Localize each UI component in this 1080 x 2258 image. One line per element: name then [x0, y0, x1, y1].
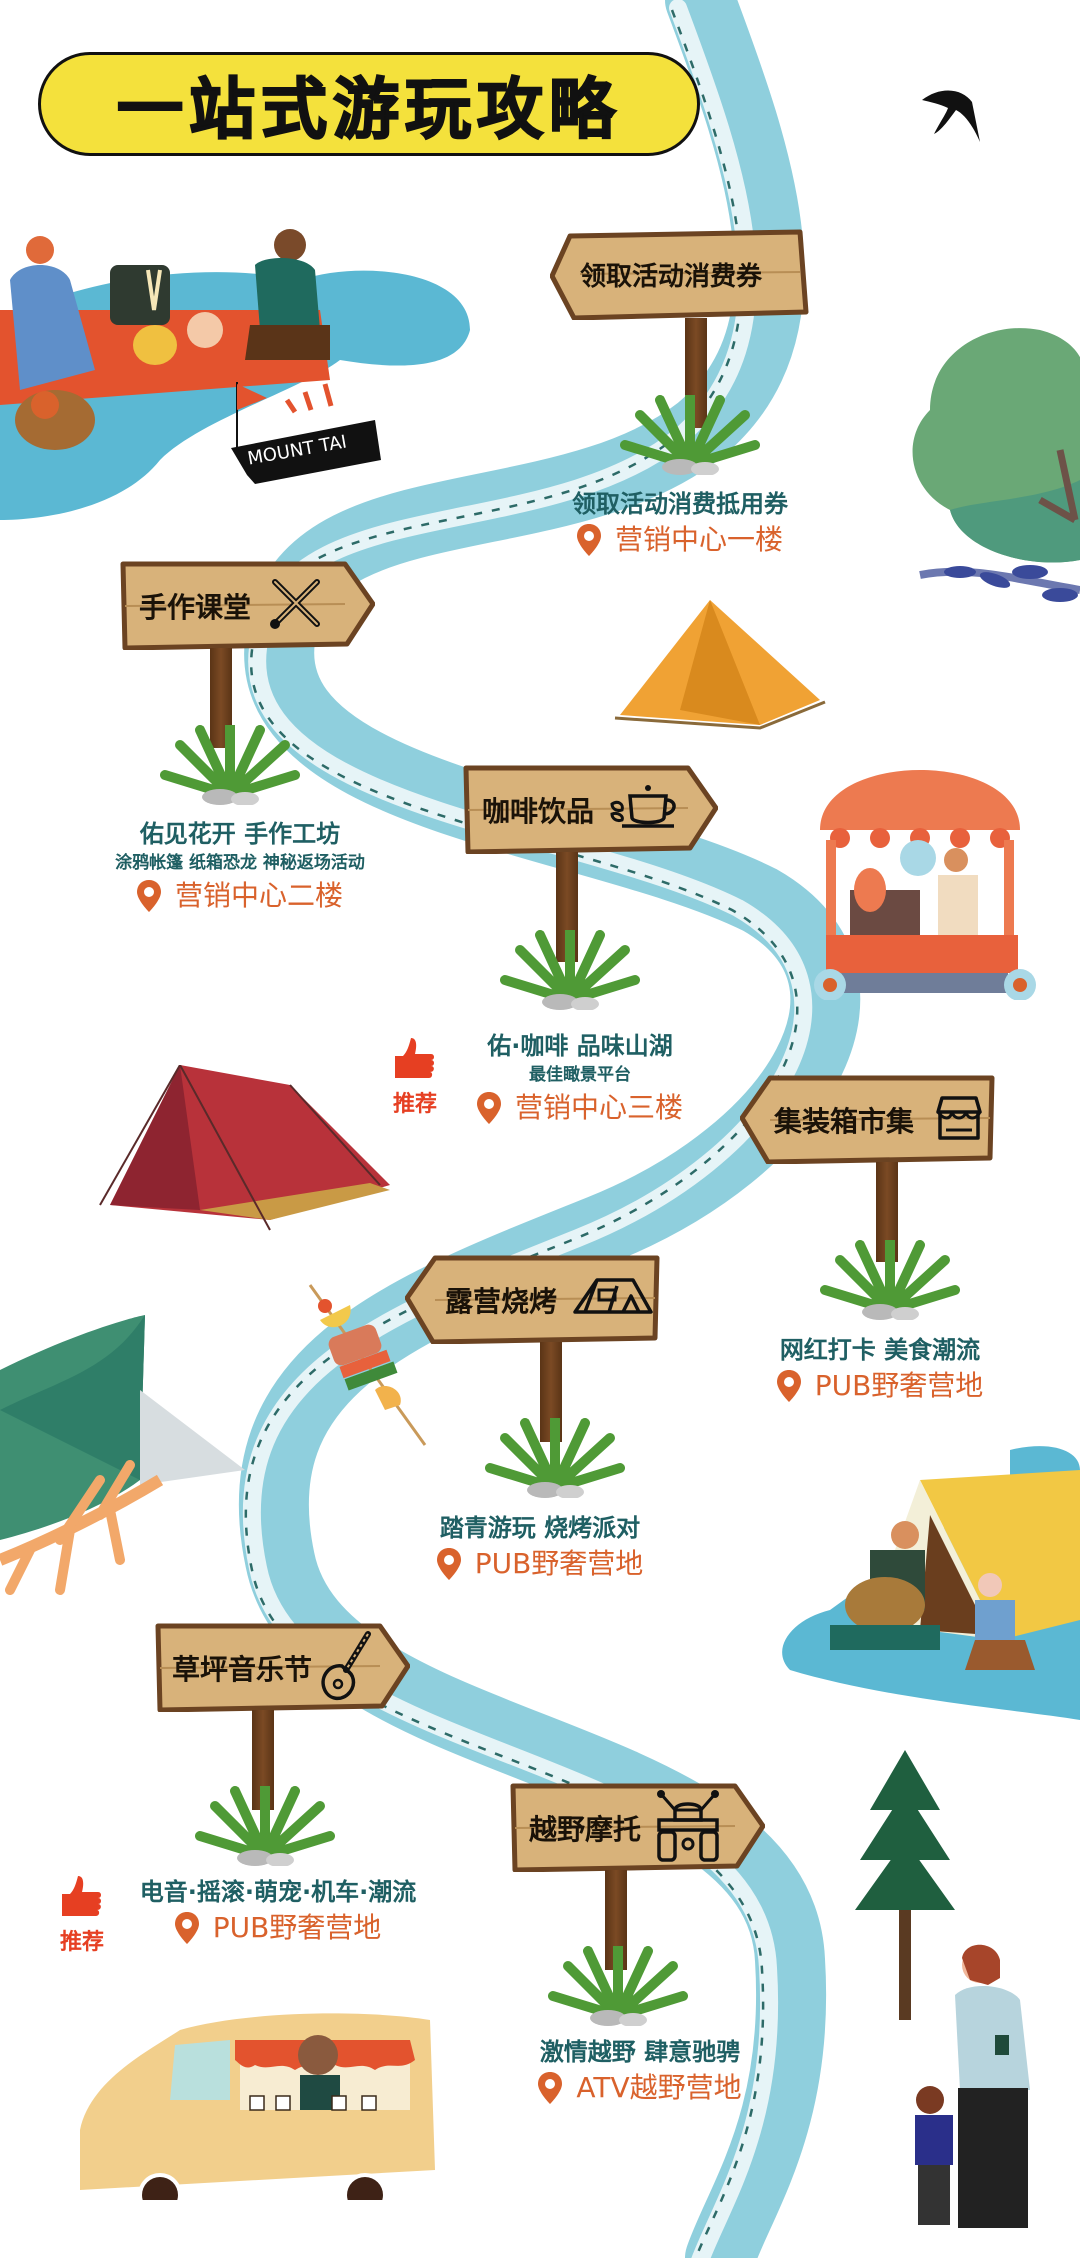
guitar-icon — [321, 1631, 371, 1701]
father-son-illustration — [915, 1944, 1030, 2228]
grass-icon — [620, 395, 760, 475]
coffee-cup-icon — [610, 785, 676, 828]
thumbs-up-icon — [395, 1038, 434, 1078]
signpost-camping-bbq[interactable]: 露营烧烤 — [405, 1252, 665, 1344]
signpost-container-market[interactable]: 集装箱市集 — [740, 1072, 1000, 1164]
grass-icon — [485, 1418, 625, 1498]
swallow-bird-icon — [922, 90, 980, 142]
red-tent-illustration — [99, 1065, 390, 1231]
location-pin-icon — [174, 1912, 199, 1944]
stop-description: 佑见花开 手作工坊 — [139, 820, 341, 848]
stop-description: 网红打卡 美食潮流 — [779, 1336, 981, 1364]
food-truck-illustration — [80, 2013, 435, 2200]
orange-tent-illustration — [614, 600, 826, 730]
stop-location: PUB野奢营地 — [174, 1908, 382, 1948]
bbq-skewer-illustration — [308, 1284, 427, 1446]
signpost-atv[interactable]: 越野摩托 — [505, 1780, 765, 1872]
stop-info-coupon: 领取活动消费抵用券 营销中心一楼 — [550, 488, 810, 560]
location-text: PUB野奢营地 — [814, 1369, 984, 1402]
title-banner: 一站式游玩攻略 — [38, 52, 700, 156]
stop-location: 营销中心三楼 — [476, 1088, 683, 1128]
sign-label-handcraft: 手作课堂 — [139, 591, 252, 624]
tree-illustration — [900, 310, 1080, 630]
stop-description: 电音·摇滚·萌宠·机车·潮流 — [139, 1878, 417, 1906]
picnic-illustration — [0, 220, 480, 530]
sign-label-camping-bbq: 露营烧烤 — [445, 1285, 558, 1318]
stop-location: ATV越野营地 — [538, 2068, 742, 2108]
signpost-handcraft[interactable]: 手作课堂 — [115, 558, 375, 650]
signpost-music-festival[interactable]: 草坪音乐节 — [150, 1620, 410, 1712]
mount-tai-flag: MOUNT TAI — [225, 380, 385, 490]
signpost-coffee[interactable]: 咖啡饮品 — [458, 762, 718, 854]
stop-info-atv: 激情越野 肆意驰骋 ATV越野营地 — [505, 2036, 775, 2108]
stop-location: 营销中心二楼 — [136, 876, 343, 916]
stop-info-container-market: 网红打卡 美食潮流 PUB野奢营地 — [750, 1334, 1010, 1406]
pencil-brush-icon — [270, 579, 320, 629]
shop-icon — [936, 1096, 982, 1140]
location-pin-icon — [476, 1092, 501, 1124]
location-pin-icon — [136, 880, 161, 912]
stop-description: 佑·咖啡 品味山湖 — [487, 1032, 673, 1060]
recommend-badge: 推荐 — [52, 1876, 112, 1956]
signpost-coupon[interactable]: 领取活动消费券 — [550, 228, 810, 320]
sign-label-coffee: 咖啡饮品 — [482, 795, 595, 828]
guitar-camping-illustration — [782, 1446, 1080, 1720]
location-text: 营销中心一楼 — [614, 523, 783, 556]
grass-icon — [500, 930, 640, 1010]
location-pin-icon — [576, 524, 601, 556]
location-text: 营销中心二楼 — [174, 879, 343, 912]
thumbs-up-icon — [62, 1876, 101, 1916]
stop-subdescription: 涂鸦帐篷 纸箱恐龙 神秘返场活动 — [115, 853, 365, 873]
sign-label-atv: 越野摩托 — [529, 1813, 642, 1846]
leaf-illustration — [0, 1315, 245, 1595]
grass-icon — [548, 1946, 688, 2026]
stop-location: PUB野奢营地 — [776, 1366, 984, 1406]
recommend-badge: 推荐 — [385, 1038, 445, 1118]
stop-info-music-festival: 电音·摇滚·萌宠·机车·潮流 PUB野奢营地 — [118, 1876, 438, 1948]
page-title: 一站式游玩攻略 — [116, 70, 621, 149]
candy-cart-illustration — [814, 770, 1036, 1000]
atv-icon — [657, 1790, 719, 1862]
stop-location: PUB野奢营地 — [436, 1544, 644, 1584]
stop-info-handcraft: 佑见花开 手作工坊 涂鸦帐篷 纸箱恐龙 神秘返场活动 营销中心二楼 — [80, 818, 400, 916]
tent-icon — [573, 1278, 653, 1314]
grass-icon — [820, 1240, 960, 1320]
recommend-label: 推荐 — [59, 1930, 104, 1955]
signpost-pole — [252, 1710, 274, 1810]
stop-location: 营销中心一楼 — [576, 520, 783, 560]
signpost-pole — [605, 1870, 627, 1970]
location-text: PUB野奢营地 — [474, 1547, 644, 1580]
pine-tree-illustration — [855, 1750, 955, 2020]
location-text: 营销中心三楼 — [514, 1091, 683, 1124]
grass-icon — [160, 725, 300, 805]
sign-label-container-market: 集装箱市集 — [774, 1105, 915, 1138]
signpost-pole — [876, 1162, 898, 1262]
location-pin-icon — [436, 1548, 461, 1580]
stop-description: 领取活动消费抵用券 — [572, 490, 788, 518]
sign-label-coupon: 领取活动消费券 — [580, 262, 763, 292]
signpost-pole — [210, 648, 232, 748]
signpost-pole — [540, 1342, 562, 1442]
stop-description: 激情越野 肆意驰骋 — [539, 2038, 741, 2066]
location-text: ATV越野营地 — [576, 2071, 742, 2104]
location-pin-icon — [538, 2072, 563, 2104]
stop-info-coffee: 佑·咖啡 品味山湖 最佳瞰景平台 营销中心三楼 — [450, 1030, 710, 1128]
stop-description: 踏青游玩 烧烤派对 — [439, 1514, 641, 1542]
stop-info-camping-bbq: 踏青游玩 烧烤派对 PUB野奢营地 — [410, 1512, 670, 1584]
stop-subdescription: 最佳瞰景平台 — [529, 1065, 631, 1085]
sign-label-music-festival: 草坪音乐节 — [172, 1653, 313, 1686]
recommend-label: 推荐 — [392, 1092, 437, 1117]
location-pin-icon — [776, 1370, 801, 1402]
location-text: PUB野奢营地 — [212, 1911, 382, 1944]
grass-icon — [195, 1786, 335, 1866]
